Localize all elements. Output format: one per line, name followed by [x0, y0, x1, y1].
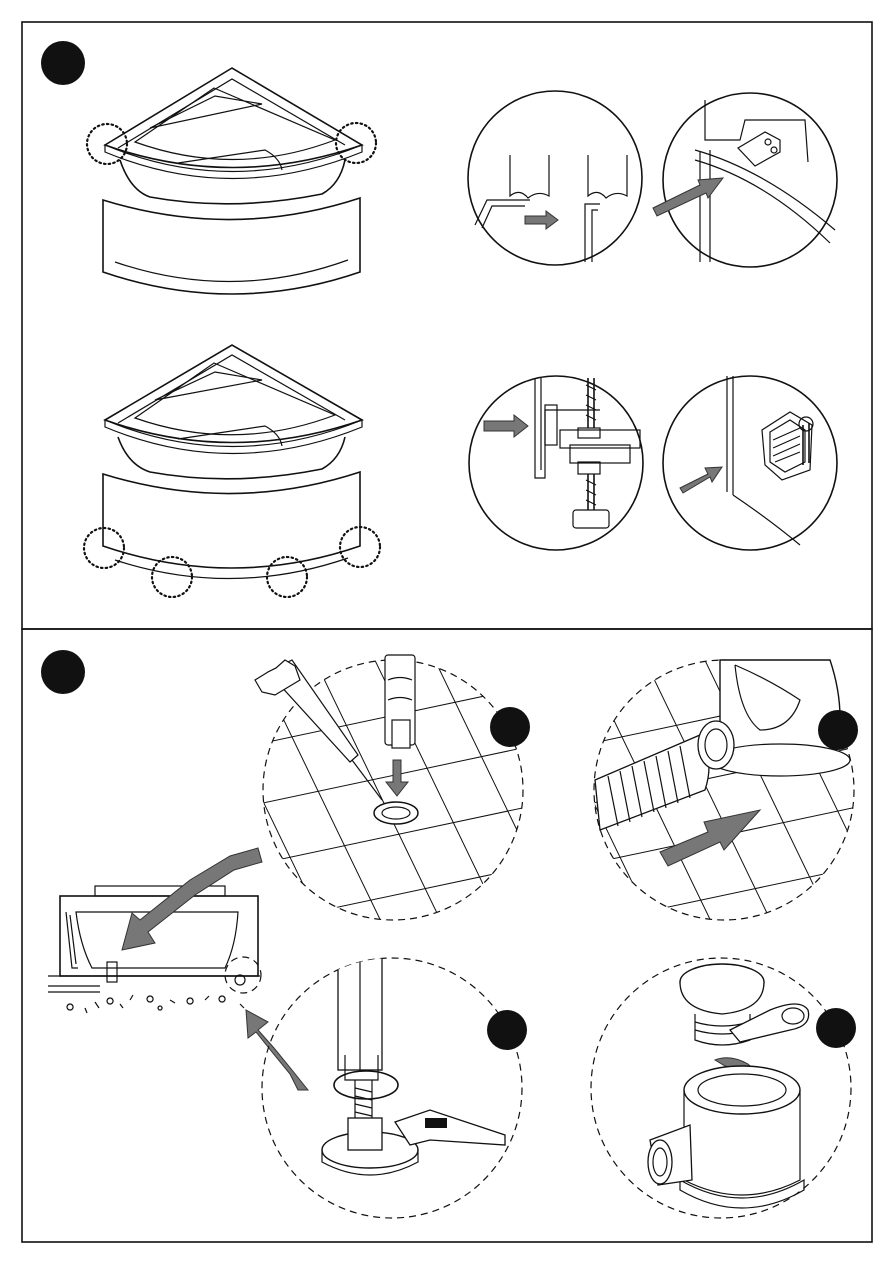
arrow-icon [246, 1010, 308, 1090]
leg-bracket-detail [469, 376, 643, 550]
bathtub-side-view-on-floor [48, 848, 308, 1090]
arrow-icon [525, 211, 558, 229]
front-panel-top [103, 198, 360, 294]
highlight-base-point-1 [84, 528, 124, 568]
screw-on-drain-cap [591, 958, 856, 1218]
arrow-icon [386, 760, 408, 796]
front-panel-hook-detail [653, 93, 837, 267]
sealant-around-floor-outlet [190, 620, 570, 990]
corner-bathtub-bottom [105, 345, 362, 479]
arrow-icon [122, 848, 262, 950]
panel-1-frame [22, 22, 872, 629]
panel-screw-fixing-detail [663, 376, 837, 550]
arrow-icon [680, 467, 722, 493]
arrow-icon [484, 415, 528, 437]
step-badge-icon [490, 707, 530, 747]
step-badge-icon [816, 1008, 856, 1048]
front-panel-clip-detail [468, 91, 642, 265]
arrow-icon [660, 810, 760, 866]
corner-bathtub-top [105, 68, 362, 204]
front-panel-bottom [103, 472, 360, 579]
step-badge-icon [41, 41, 85, 85]
step-badge-icon [41, 650, 85, 694]
step-badge-icon [487, 1010, 527, 1050]
waste-hose-connection [520, 620, 893, 990]
step-badge-icon [818, 710, 858, 750]
highlight-base-point-3 [267, 557, 307, 597]
